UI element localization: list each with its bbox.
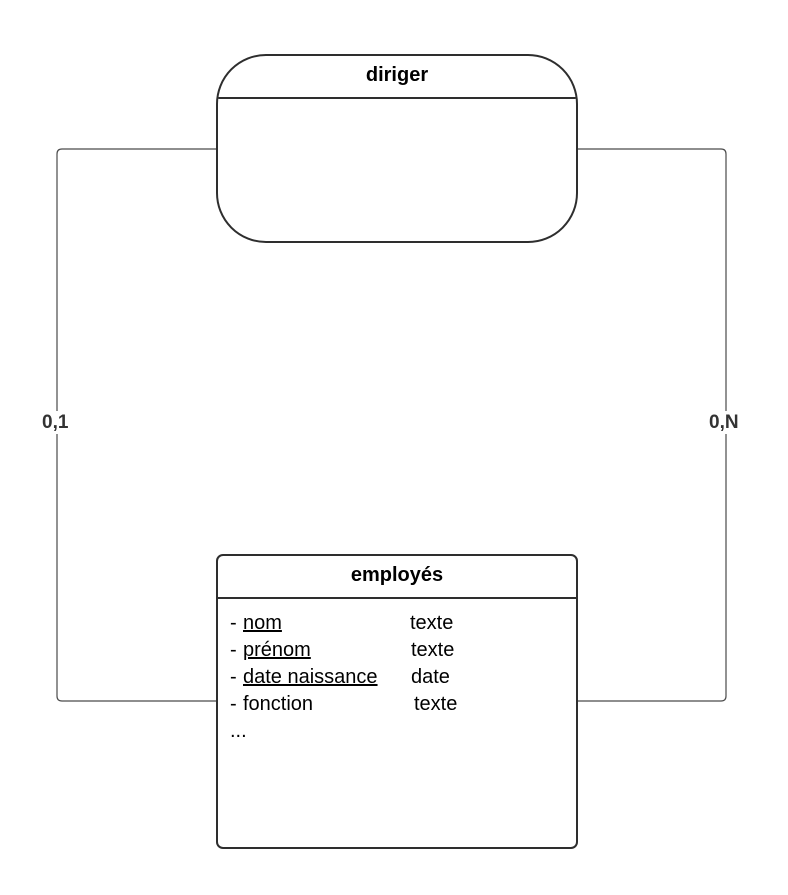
entity-employes[interactable]: employés - nom texte - prénom texte - da… (216, 554, 578, 849)
attribute-type: texte (411, 639, 455, 661)
attribute-name-fonction: fonction (243, 693, 314, 715)
attribute-bullet: - (230, 639, 237, 661)
attribute-name-date-naissance: date naissance (243, 666, 378, 688)
entity-title: employés (218, 556, 576, 599)
relationship-title: diriger (218, 56, 576, 99)
attribute-type: texte (410, 612, 454, 634)
attribute-bullet: - (230, 693, 237, 715)
attribute-name-prenom: prénom (243, 639, 311, 661)
relationship-diriger[interactable]: diriger (216, 54, 578, 243)
attribute-name-nom: nom (243, 612, 282, 634)
attribute-ellipsis: ... (230, 720, 247, 742)
attribute-type: texte (414, 693, 458, 715)
connector-right (578, 148, 727, 702)
cardinality-left-label: 0,1 (40, 411, 71, 434)
attribute-bullet: - (230, 612, 237, 634)
attribute-type: date (411, 666, 450, 688)
attribute-bullet: - (230, 666, 237, 688)
connector-left (56, 148, 216, 702)
cardinality-right-label: 0,N (707, 411, 741, 434)
